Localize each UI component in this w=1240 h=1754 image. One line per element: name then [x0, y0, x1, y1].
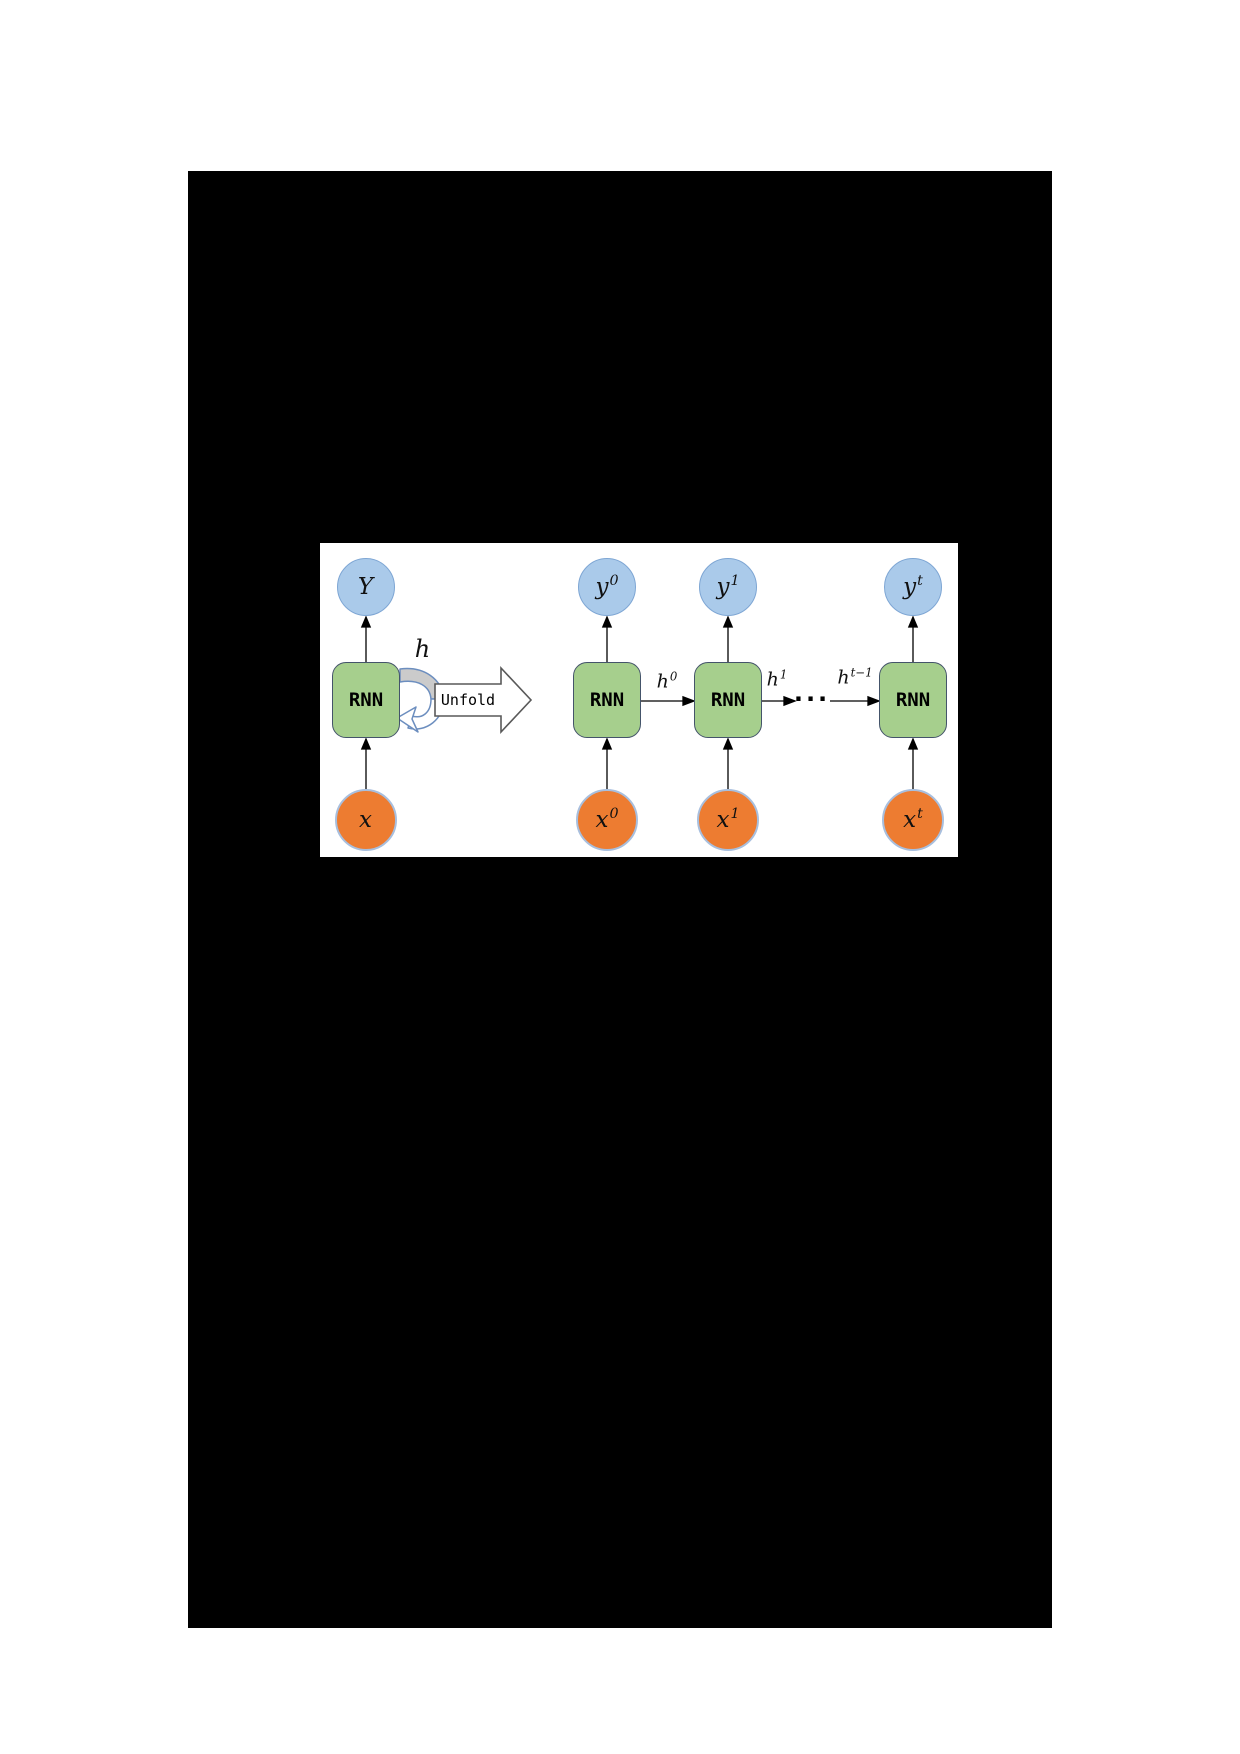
input-label: x: [359, 806, 372, 833]
input-arrows: [360, 737, 919, 789]
state-label-h1: h1: [766, 667, 788, 691]
output-label: Y: [357, 573, 374, 600]
input-label-sup: 1: [730, 805, 740, 822]
rnn-cell-step1: RNN: [694, 662, 762, 738]
output-label-sup: 0: [609, 572, 619, 589]
output-label: y: [716, 573, 730, 600]
input-node-folded: x: [335, 789, 397, 851]
input-label: x: [903, 806, 917, 833]
input-node-step1: x1: [697, 789, 759, 851]
state-label-h: h: [414, 635, 431, 663]
ellipsis: ···: [793, 685, 831, 713]
figure-canvas: Unfold Y RNN x h y0 RNN x0: [188, 171, 1052, 1628]
rnn-cell-label: RNN: [589, 689, 625, 711]
rnn-cell-label: RNN: [895, 689, 931, 711]
output-node-step1: y1: [699, 558, 757, 616]
unfold-label: Unfold: [440, 691, 496, 709]
input-node-stept: xt: [882, 789, 944, 851]
input-label-sup: 0: [609, 805, 619, 822]
rnn-diagram-panel: Unfold Y RNN x h y0 RNN x0: [320, 543, 958, 857]
output-arrows: [360, 615, 919, 662]
input-label-sup: t: [917, 805, 923, 822]
output-label-sup: t: [917, 572, 923, 589]
rnn-cell-folded: RNN: [332, 662, 400, 738]
output-node-step0: y0: [578, 558, 636, 616]
output-label: y: [903, 573, 917, 600]
output-label: y: [595, 573, 609, 600]
input-label: x: [595, 806, 609, 833]
rnn-cell-label: RNN: [710, 689, 746, 711]
output-label-sup: 1: [730, 572, 740, 589]
rnn-cell-stept: RNN: [879, 662, 947, 738]
output-node-folded: Y: [337, 558, 395, 616]
rnn-cell-label: RNN: [348, 689, 384, 711]
output-node-stept: yt: [884, 558, 942, 616]
state-label-h0: h0: [656, 669, 678, 693]
state-label-ht-1: ht−1: [837, 665, 873, 689]
rnn-cell-step0: RNN: [573, 662, 641, 738]
input-node-step0: x0: [576, 789, 638, 851]
input-label: x: [716, 806, 730, 833]
